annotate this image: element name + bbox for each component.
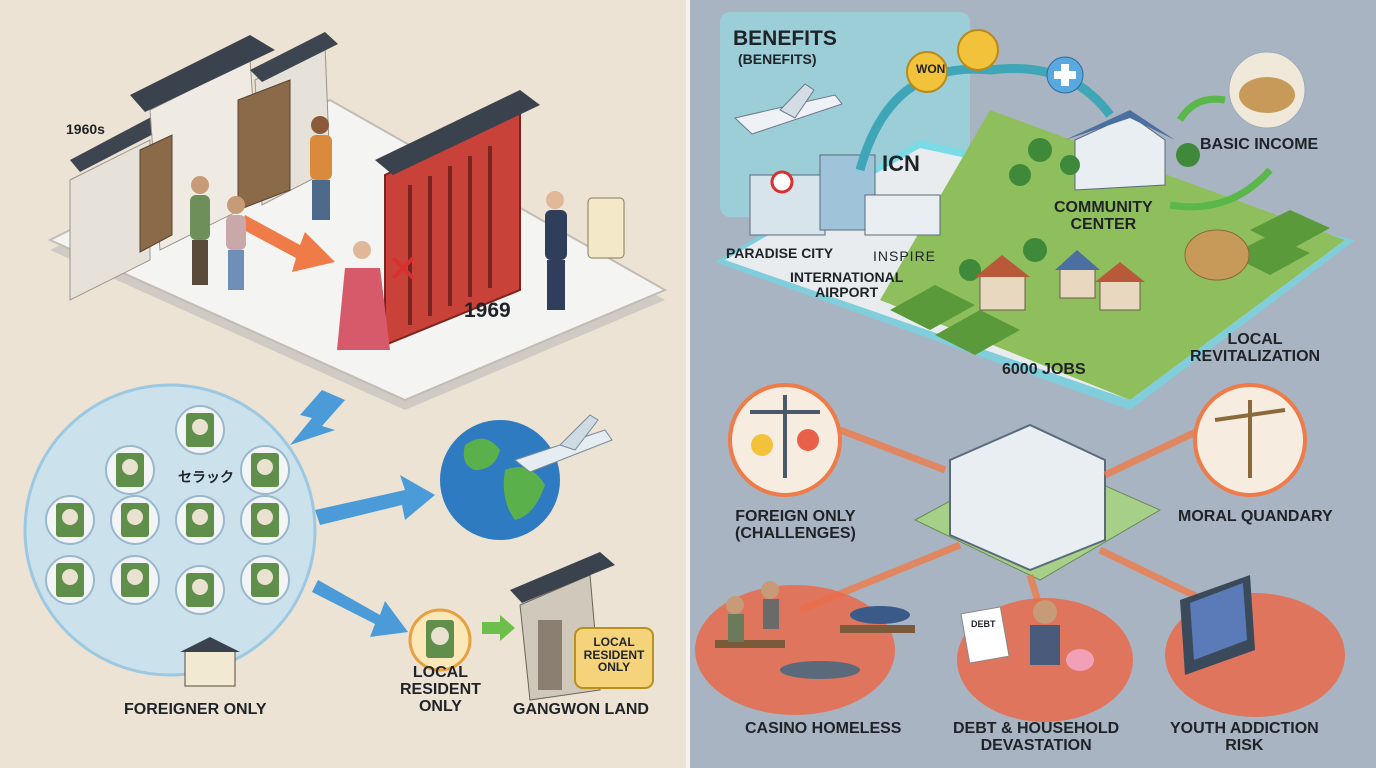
down-arrow bbox=[290, 390, 345, 445]
homeless-zone bbox=[695, 585, 895, 715]
slot-circle bbox=[23, 383, 317, 677]
people-group bbox=[190, 116, 567, 350]
red-gate-roof bbox=[375, 90, 540, 175]
debt-label: DEBT & HOUSEHOLD DEVASTATION bbox=[953, 720, 1120, 754]
door-right bbox=[237, 79, 291, 211]
left-illustration bbox=[23, 32, 668, 701]
won-coin bbox=[957, 29, 999, 71]
foreigner-only-label: FOREIGNER ONLY bbox=[124, 701, 267, 718]
village-houses bbox=[975, 250, 1145, 311]
casino-building bbox=[949, 423, 1106, 572]
wall-roof bbox=[70, 115, 165, 172]
basic-income-label: BASIC INCOME bbox=[1200, 136, 1319, 153]
right-panel: BENEFITS (BENEFITS) WON $ ICN PARADISE C… bbox=[690, 0, 1376, 768]
slot-machine-dial bbox=[192, 579, 208, 595]
slot-machine-dial bbox=[257, 509, 273, 525]
era-label: 1960s bbox=[66, 121, 105, 137]
dollar-coin bbox=[906, 51, 948, 93]
slot-machine-dial bbox=[192, 419, 208, 435]
green-arrow bbox=[482, 615, 515, 641]
airport-label: INTERNATIONAL AIRPORT bbox=[790, 269, 904, 300]
inspire-label: INSPIRE bbox=[873, 248, 937, 264]
x-mark bbox=[391, 256, 415, 280]
gate-bars bbox=[408, 146, 492, 325]
slot-machine-dial bbox=[257, 569, 273, 585]
debt-figure bbox=[960, 600, 1094, 671]
arrow-to-local bbox=[312, 580, 408, 637]
year-label: 1969 bbox=[464, 299, 511, 322]
sign-label: LOCAL RESIDENT ONLY bbox=[583, 635, 645, 675]
slot-machines bbox=[45, 405, 290, 615]
won-coin-text: WON bbox=[916, 62, 946, 76]
village-basket bbox=[1184, 229, 1250, 281]
homeless-figures bbox=[715, 581, 915, 679]
fields bbox=[890, 210, 1330, 355]
panel-divider bbox=[686, 0, 690, 768]
wall-right-roof bbox=[250, 32, 338, 82]
globe bbox=[440, 420, 560, 540]
wall-left bbox=[69, 139, 151, 301]
entry-arrow bbox=[240, 215, 335, 272]
slot-machine-dial bbox=[192, 509, 208, 525]
local-resident-label: LOCAL RESIDENT ONLY bbox=[400, 664, 481, 715]
slot-machine-dial bbox=[122, 459, 138, 475]
revitalization-label: LOCAL REVITALIZATION bbox=[1190, 331, 1321, 365]
left-panel: 1960s 1969 セラック FOREIGNER ONLY LOCAL RES… bbox=[0, 0, 686, 768]
revitalize-arrow bbox=[1169, 167, 1273, 211]
slot-machine-dial bbox=[127, 569, 143, 585]
community-label: COMMUNITY CENTER bbox=[1054, 199, 1153, 233]
foreigner-building bbox=[184, 649, 236, 687]
slot-caption: セラック bbox=[178, 469, 234, 485]
right-illustration bbox=[695, 12, 1355, 722]
arrow-to-globe bbox=[315, 475, 435, 525]
slot-machine-dial bbox=[127, 509, 143, 525]
icn-label: ICN bbox=[882, 151, 920, 176]
debt-paper-label: DEBT bbox=[971, 619, 996, 629]
local-resident-sign bbox=[574, 627, 654, 689]
door-left bbox=[139, 134, 173, 253]
income-arrow bbox=[1176, 95, 1226, 122]
inspire-building bbox=[864, 194, 941, 236]
homeless-label: CASINO HOMELESS bbox=[745, 720, 902, 737]
moral-label: MORAL QUANDARY bbox=[1178, 508, 1333, 525]
benefits-title: BENEFITS bbox=[733, 27, 837, 50]
youth-label: YOUTH ADDICTION RISK bbox=[1170, 720, 1319, 754]
gangwon-label: GANGWON LAND bbox=[513, 701, 649, 718]
slot-machine-dial bbox=[62, 509, 78, 525]
slot-machine-dial bbox=[62, 569, 78, 585]
foreign-only-challenges-label: FOREIGN ONLY (CHALLENGES) bbox=[735, 508, 856, 542]
jobs-label: 6000 JOBS bbox=[1002, 361, 1086, 378]
benefits-subtitle: (BENEFITS) bbox=[738, 51, 817, 67]
slot-machine-dial bbox=[257, 459, 273, 475]
paradise-label: PARADISE CITY bbox=[726, 245, 834, 261]
old-gate-roof bbox=[130, 35, 275, 112]
trees bbox=[959, 138, 1200, 281]
scroll bbox=[587, 197, 625, 259]
